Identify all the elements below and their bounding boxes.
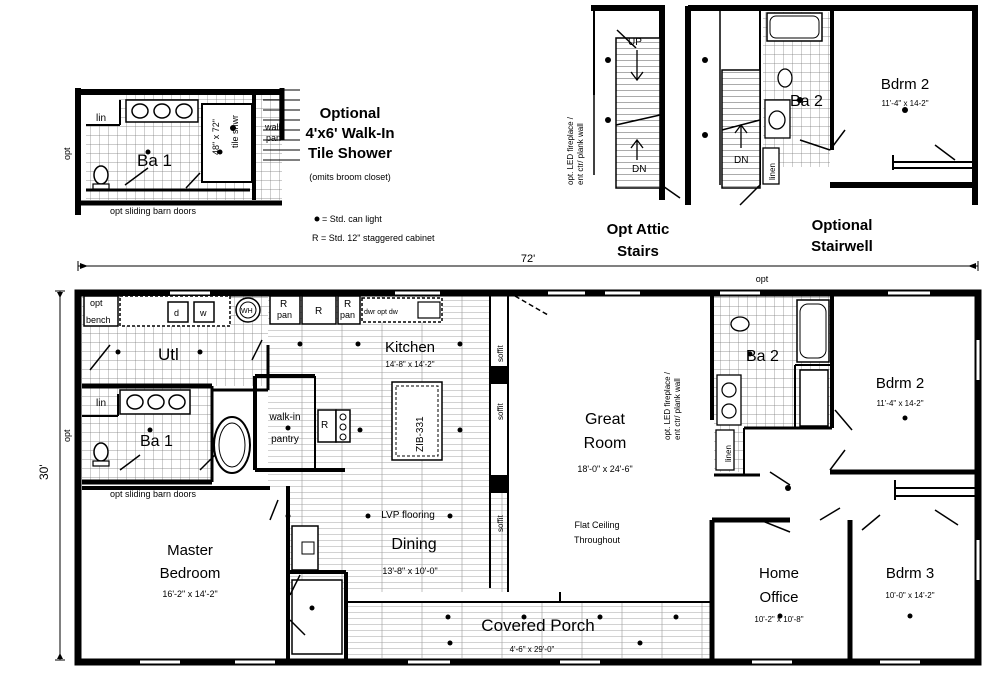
soffit-label-1: soffit — [496, 344, 505, 362]
legend-cabinet: R = Std. 12" staggered cabinet — [312, 233, 435, 243]
walls — [74, 289, 982, 666]
toilet-icon — [93, 442, 109, 462]
depth-dimension: 30' — [37, 464, 51, 480]
attic-title-2: Stairs — [617, 243, 659, 260]
inset-ba1-label: Ba 1 — [137, 151, 172, 170]
bdrm2-size: 11'-4" x 14-2" — [876, 399, 923, 408]
pantry-cabinet-r: R — [321, 420, 328, 431]
stairwell-linen: linen — [768, 163, 777, 180]
soffit-label-3: soffit — [496, 514, 505, 532]
fireplace-label-2: ent ctr/ plank wall — [673, 378, 682, 440]
great-room-size: 18'-0" x 24'-6" — [577, 464, 632, 474]
legend-light: = Std. can light — [322, 214, 382, 224]
master-name-1: Master — [167, 542, 213, 559]
kitchen-size: 14'-8" x 14'-2" — [385, 360, 434, 369]
door-swings — [89, 295, 959, 636]
washer-label: w — [199, 308, 207, 318]
sink-icon — [417, 301, 441, 319]
inset-shower-title-1: Optional — [320, 105, 381, 122]
stairwell-title-2: Stairwell — [811, 238, 873, 255]
inset-stairwell: Ba 2 DN linen Bdrm 2 11'-4" x 14-2" Opti… — [685, 5, 978, 255]
office-name-2: Office — [760, 589, 799, 606]
stairwell-dn-label: DN — [734, 155, 748, 166]
porch-name: Covered Porch — [481, 616, 594, 635]
bath1-lin-label: lin — [96, 398, 106, 409]
stairwell-ba2: Ba 2 — [790, 93, 823, 110]
lvp-label: LVP flooring — [381, 510, 435, 521]
opt-top-label: opt — [756, 274, 769, 284]
fixtures — [83, 295, 830, 655]
bath2-label: Ba 2 — [746, 348, 779, 365]
porch-size: 4'-6" x 29'-0" — [510, 645, 555, 654]
inset-walk-label: walk — [264, 122, 284, 132]
office-name-1: Home — [759, 565, 799, 582]
stairwell-title-1: Optional — [812, 217, 873, 234]
stairwell-bdrm2-name: Bdrm 2 — [881, 76, 929, 93]
dryer-label: d — [174, 308, 179, 318]
cabinet-r3: R — [344, 299, 351, 310]
room-labels: opt bench d w WH R pan R R pan dwr opt d… — [62, 298, 935, 654]
bench-label: bench — [86, 315, 111, 325]
attic-dn-label: DN — [632, 164, 646, 175]
attic-fireplace-2: ent ctr/ plank wall — [576, 123, 585, 185]
attic-up-label: UP — [628, 37, 642, 48]
floor-fills — [82, 296, 830, 658]
linen-label: linen — [724, 445, 733, 462]
tub-icon — [766, 12, 823, 42]
opt-bench-label: opt — [90, 298, 103, 308]
dimension-lines: 72' 30' opt — [37, 253, 979, 661]
attic-fireplace-1: opt. LED fireplace / — [566, 116, 575, 185]
cabinet-r2: R — [315, 306, 322, 317]
soffit-label-2: soffit — [496, 402, 505, 420]
inset-walkin-shower: lin Ba 1 opt 48" x 72" tile shwr walk pa… — [62, 88, 435, 243]
pan-label-2: pan — [340, 310, 355, 320]
washer-icon — [193, 301, 215, 323]
inset-shower-title-2: 4'x6' Walk-In — [305, 125, 394, 142]
barn-doors-label: opt sliding barn doors — [110, 489, 197, 499]
inset-barn-doors-label: opt sliding barn doors — [110, 206, 197, 216]
inset-shower-size: 48" x 72" — [211, 119, 221, 155]
master-size: 16'-2" x 14'-2" — [162, 589, 217, 599]
pantry-label: pantry — [271, 434, 299, 445]
master-name-2: Bedroom — [160, 565, 221, 582]
pan-label-1: pan — [277, 310, 292, 320]
great-room-name-1: Great — [585, 411, 626, 428]
bath1-opt-label: opt — [62, 429, 72, 442]
tub-icon — [796, 299, 830, 363]
can-light-icon — [314, 216, 320, 222]
stairwell-bdrm2-size: 11'-4" x 14-2" — [881, 99, 928, 108]
flat-ceiling-1: Flat Ceiling — [574, 520, 619, 530]
inset-pan-label: pan — [266, 133, 281, 143]
great-room-name-2: Room — [584, 435, 627, 452]
bdrm2-name: Bdrm 2 — [876, 375, 924, 392]
width-dimension: 72' — [521, 253, 535, 265]
bdrm3-size: 10'-0" x 14'-2" — [885, 591, 934, 600]
water-heater-label: WH — [241, 308, 253, 315]
inset-shower-title-3: Tile Shower — [308, 145, 392, 162]
pantry-walkin-label: walk-in — [268, 412, 300, 423]
inset-opt-label: opt — [62, 147, 72, 160]
dishwasher-label: dwr opt dw — [364, 309, 399, 316]
bdrm3-name: Bdrm 3 — [886, 565, 934, 582]
cabinet-r1: R — [280, 299, 287, 310]
inset-lin-label: lin — [96, 113, 106, 124]
can-lights — [115, 341, 913, 646]
attic-title-1: Opt Attic — [607, 221, 670, 238]
inset-shower-subtitle: (omits broom closet) — [309, 172, 391, 182]
office-size: 10'-2" x 10'-8" — [754, 615, 803, 624]
dining-size: 13'-8" x 10'-0" — [382, 566, 437, 576]
dining-name: Dining — [391, 536, 436, 553]
dryer-icon — [167, 301, 189, 323]
kitchen-name: Kitchen — [385, 339, 435, 356]
toilet-icon — [93, 165, 109, 185]
utility-label: Utl — [158, 345, 179, 364]
flat-ceiling-2: Throughout — [574, 535, 621, 545]
island-label: ZIB-331 — [415, 416, 426, 452]
inset-tile-shower-label: tile shwr — [230, 115, 240, 148]
bath1-label: Ba 1 — [140, 433, 173, 450]
fireplace-label-1: opt. LED fireplace / — [663, 371, 672, 440]
inset-attic-stairs: UP DN opt. LED fireplace / ent ctr/ plan… — [566, 5, 681, 260]
